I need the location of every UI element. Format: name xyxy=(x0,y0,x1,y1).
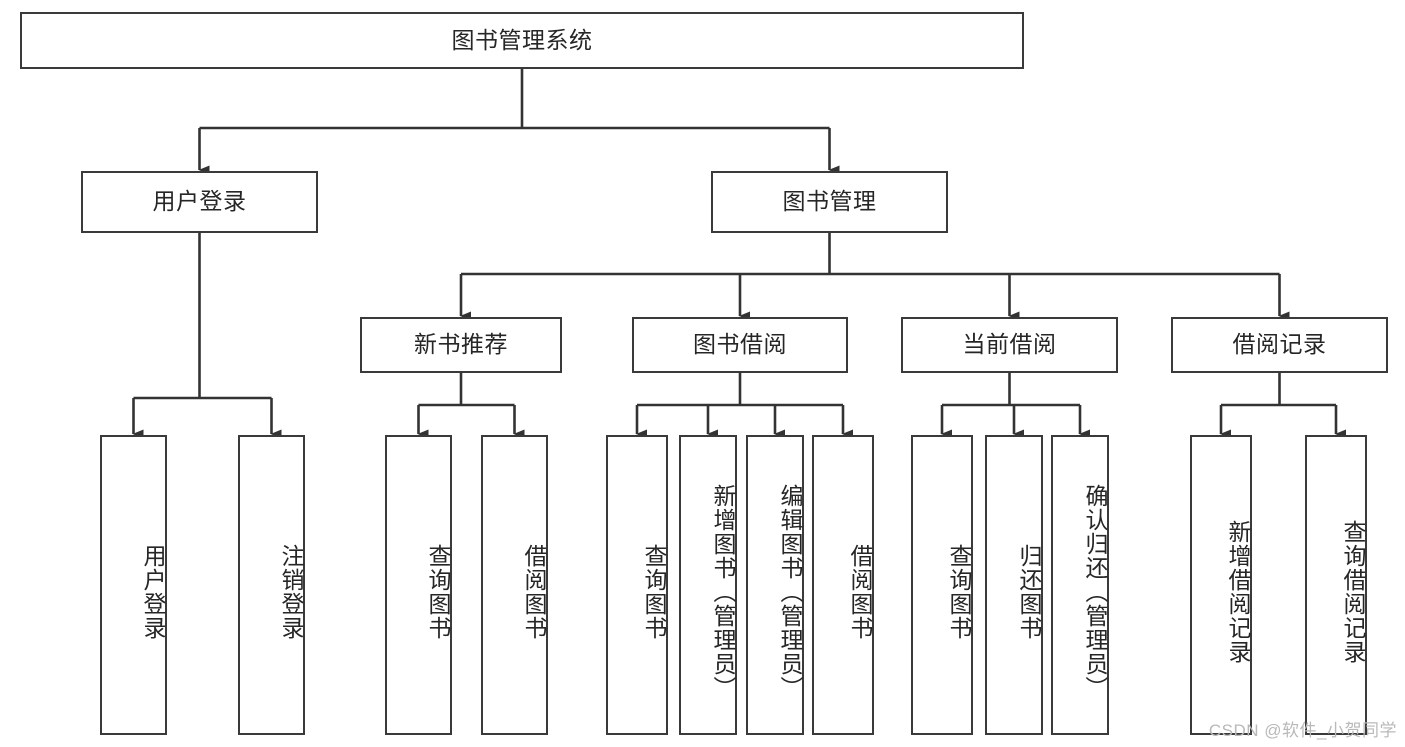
leaf-node-0-用户登录[interactable]: 用户登录 xyxy=(100,435,167,735)
level2-node-图书借阅[interactable]: 图书借阅 xyxy=(632,317,848,373)
level2-node-当前借阅[interactable]: 当前借阅 xyxy=(901,317,1118,373)
leaf-node-11-新增借阅记录-label: 新增借阅记录 xyxy=(1225,520,1251,664)
leaf-node-2-查询图书-label: 查询图书 xyxy=(425,544,451,640)
level2-node-当前借阅-label: 当前借阅 xyxy=(962,331,1057,358)
leaf-node-12-查询借阅记录[interactable]: 查询借阅记录 xyxy=(1305,435,1367,735)
leaf-node-1-注销登录-label: 注销登录 xyxy=(278,544,304,640)
leaf-node-8-查询图书-label: 查询图书 xyxy=(946,544,972,640)
level2-node-新书推荐[interactable]: 新书推荐 xyxy=(360,317,562,373)
root-node-图书管理系统[interactable]: 图书管理系统 xyxy=(20,12,1024,69)
level2-node-新书推荐-label: 新书推荐 xyxy=(414,331,508,358)
leaf-node-1-注销登录[interactable]: 注销登录 xyxy=(238,435,305,735)
leaf-node-5-新增图书（管理员）[interactable]: 新增图书（管理员） xyxy=(679,435,737,735)
leaf-node-3-借阅图书-label: 借阅图书 xyxy=(521,544,547,640)
leaf-node-10-确认归还（管理员）[interactable]: 确认归还（管理员） xyxy=(1051,435,1109,735)
leaf-node-8-查询图书[interactable]: 查询图书 xyxy=(911,435,973,735)
level1-node-用户登录-label: 用户登录 xyxy=(152,188,247,215)
leaf-node-4-查询图书[interactable]: 查询图书 xyxy=(606,435,668,735)
level2-node-借阅记录[interactable]: 借阅记录 xyxy=(1171,317,1388,373)
leaf-node-11-新增借阅记录[interactable]: 新增借阅记录 xyxy=(1190,435,1252,735)
level1-node-图书管理[interactable]: 图书管理 xyxy=(711,171,948,233)
level1-node-用户登录[interactable]: 用户登录 xyxy=(81,171,318,233)
leaf-node-3-借阅图书[interactable]: 借阅图书 xyxy=(481,435,548,735)
level2-node-图书借阅-label: 图书借阅 xyxy=(693,331,787,358)
leaf-node-6-编辑图书（管理员）[interactable]: 编辑图书（管理员） xyxy=(746,435,804,735)
leaf-node-7-借阅图书[interactable]: 借阅图书 xyxy=(812,435,874,735)
level2-node-借阅记录-label: 借阅记录 xyxy=(1232,331,1327,358)
level1-node-图书管理-label: 图书管理 xyxy=(782,188,877,215)
leaf-node-9-归还图书-label: 归还图书 xyxy=(1016,544,1042,640)
leaf-node-6-编辑图书（管理员）-label: 编辑图书（管理员） xyxy=(777,484,803,700)
leaf-node-12-查询借阅记录-label: 查询借阅记录 xyxy=(1340,520,1366,664)
leaf-node-10-确认归还（管理员）-label: 确认归还（管理员） xyxy=(1082,484,1108,700)
leaf-node-5-新增图书（管理员）-label: 新增图书（管理员） xyxy=(710,484,736,700)
root-node-图书管理系统-label: 图书管理系统 xyxy=(451,26,593,53)
leaf-node-7-借阅图书-label: 借阅图书 xyxy=(847,544,873,640)
csdn-watermark: CSDN @软件_小贺同学 xyxy=(1208,721,1397,740)
leaf-node-4-查询图书-label: 查询图书 xyxy=(641,544,667,640)
leaf-node-9-归还图书[interactable]: 归还图书 xyxy=(985,435,1043,735)
leaf-node-0-用户登录-label: 用户登录 xyxy=(140,544,166,640)
leaf-node-2-查询图书[interactable]: 查询图书 xyxy=(385,435,452,735)
